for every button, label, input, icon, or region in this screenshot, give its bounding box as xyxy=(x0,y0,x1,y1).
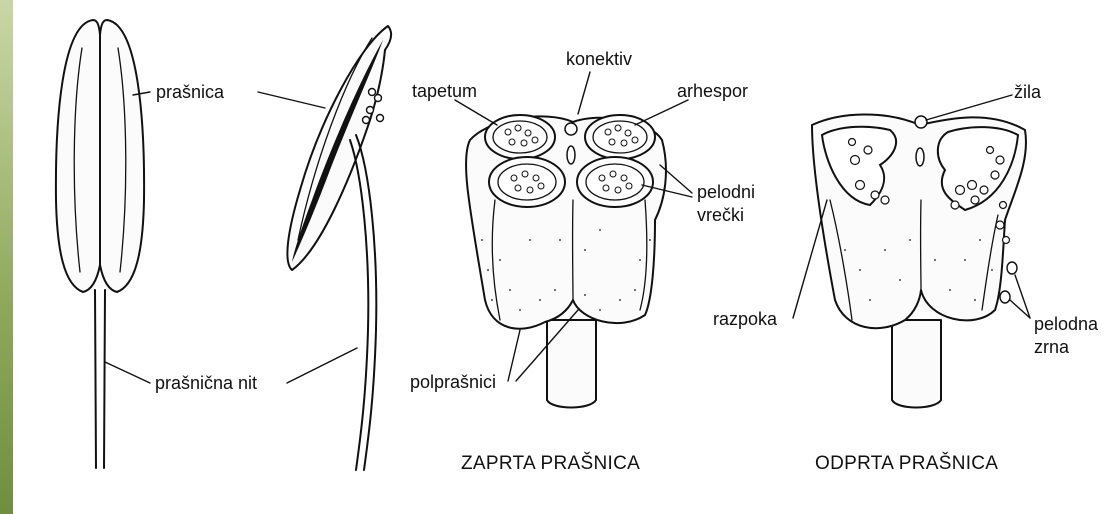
stamen-front-view xyxy=(56,20,144,468)
stamen-side-view xyxy=(287,26,391,470)
label-pollen-sacs-line1: pelodni xyxy=(697,182,755,202)
label-pollen-grains-line1: pelodna xyxy=(1034,314,1099,334)
closed-anther xyxy=(466,115,666,408)
label-tapetum: tapetum xyxy=(412,81,477,101)
open-anther xyxy=(812,114,1026,407)
label-pollen-grains-line2: zrna xyxy=(1034,337,1070,357)
caption-closed-anther: ZAPRTA PRAŠNICA xyxy=(461,452,640,474)
label-connective: konektiv xyxy=(566,49,632,69)
label-archespore: arhespor xyxy=(677,81,748,101)
label-filament: prašnična nit xyxy=(155,373,257,393)
label-anther: prašnica xyxy=(156,82,225,102)
label-vein: žila xyxy=(1014,82,1042,102)
label-half-anthers: polprašnici xyxy=(410,372,496,392)
label-pollen-sacs-line2: vrečki xyxy=(697,205,744,225)
label-slit: razpoka xyxy=(713,309,778,329)
caption-open-anther: ODPRTA PRAŠNICA xyxy=(815,452,998,474)
